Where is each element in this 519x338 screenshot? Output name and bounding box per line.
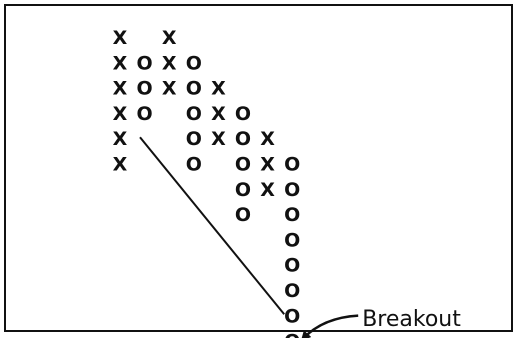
x-mark: X — [113, 52, 128, 74]
o-mark: O — [235, 128, 251, 150]
o-mark: O — [284, 331, 300, 338]
x-mark: X — [113, 27, 128, 49]
x-mark: X — [211, 78, 226, 100]
x-mark: X — [113, 128, 128, 150]
o-mark: O — [137, 103, 153, 125]
o-mark: O — [186, 128, 202, 150]
x-mark: X — [260, 154, 275, 176]
x-mark: X — [211, 103, 226, 125]
o-mark: O — [137, 52, 153, 74]
chart-frame — [4, 4, 513, 332]
pnf-columns: XXXXXXOOOXXXOOOOOXXXOOOOOXXXOOOOOOOO — [113, 27, 301, 338]
x-mark: X — [162, 52, 177, 74]
x-mark: X — [113, 154, 128, 176]
pnf-column-4: XXX — [211, 78, 226, 151]
breakout-label: Breakout — [362, 307, 461, 332]
pnf-column-7: OOOOOOOO — [284, 154, 300, 338]
o-mark: O — [284, 229, 300, 251]
x-mark: X — [113, 78, 128, 100]
x-mark: X — [162, 78, 177, 100]
o-mark: O — [235, 154, 251, 176]
o-mark: O — [284, 305, 300, 327]
o-mark: O — [235, 179, 251, 201]
pnf-column-1: OOO — [137, 52, 153, 125]
pnf-column-2: XXX — [162, 27, 177, 100]
o-mark: O — [235, 204, 251, 226]
pnf-column-6: XXX — [260, 128, 275, 201]
o-mark: O — [284, 280, 300, 302]
x-mark: X — [113, 103, 128, 125]
x-mark: X — [162, 27, 177, 49]
o-mark: O — [284, 255, 300, 277]
o-mark: O — [186, 52, 202, 74]
o-mark: O — [235, 103, 251, 125]
x-mark: X — [260, 128, 275, 150]
breakout-arrow — [300, 314, 359, 338]
o-mark: O — [284, 204, 300, 226]
o-mark: O — [186, 103, 202, 125]
x-mark: X — [211, 128, 226, 150]
o-mark: O — [284, 154, 300, 176]
x-mark: X — [260, 179, 275, 201]
o-mark: O — [284, 179, 300, 201]
o-mark: O — [186, 78, 202, 100]
o-mark: O — [186, 154, 202, 176]
o-mark: O — [137, 78, 153, 100]
trendline — [139, 136, 285, 315]
